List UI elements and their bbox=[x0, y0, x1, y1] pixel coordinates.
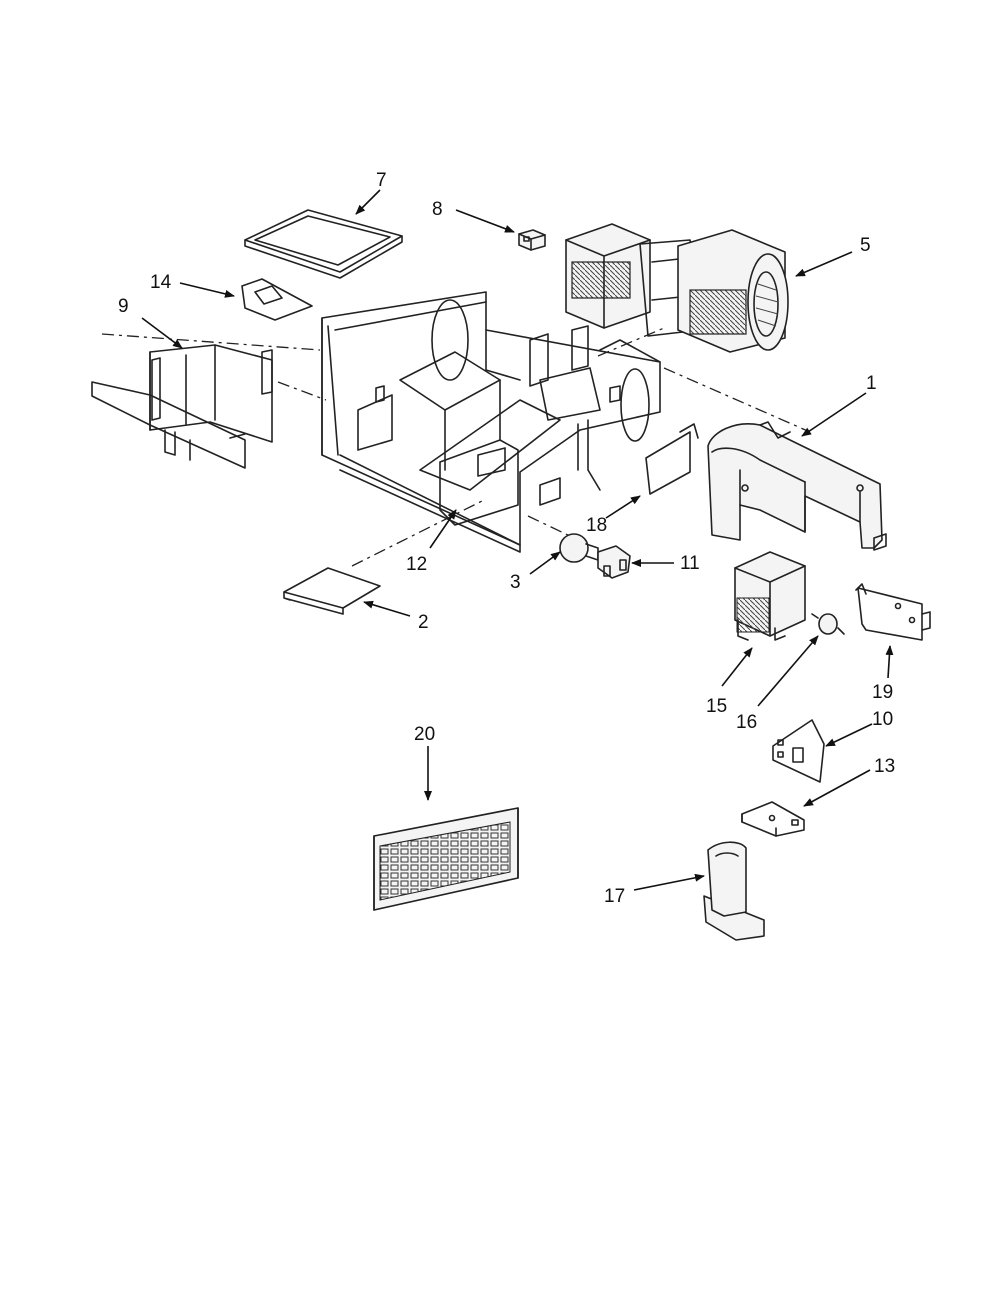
callout-10: 10 bbox=[872, 709, 893, 730]
callout-1: 1 bbox=[866, 373, 877, 394]
callout-5: 5 bbox=[860, 235, 871, 256]
callout-7: 7 bbox=[376, 170, 387, 191]
part-16-thermal-fuse bbox=[811, 613, 845, 635]
part-2-cover-plate bbox=[283, 567, 381, 615]
part-1-side-duct bbox=[707, 421, 887, 551]
callout-13: 13 bbox=[874, 756, 895, 777]
callout-20: 20 bbox=[414, 724, 435, 745]
callout-8: 8 bbox=[432, 199, 443, 220]
callout-15: 15 bbox=[706, 696, 727, 717]
part-10-control-panel bbox=[772, 719, 825, 783]
callout-3: 3 bbox=[510, 572, 521, 593]
callout-11: 11 bbox=[680, 553, 700, 574]
callout-19: 19 bbox=[872, 682, 893, 703]
part-5-blower-motor bbox=[565, 223, 789, 353]
callout-16: 16 bbox=[736, 712, 757, 733]
part-3-lamp-bulb bbox=[559, 533, 599, 563]
part-19-mounting-bracket bbox=[855, 583, 931, 641]
callout-17: 17 bbox=[604, 886, 625, 907]
main-chassis bbox=[321, 291, 661, 553]
callout-18: 18 bbox=[586, 515, 607, 536]
callout-12: 12 bbox=[406, 554, 427, 575]
part-20-grille bbox=[373, 807, 519, 911]
callout-14: 14 bbox=[150, 272, 172, 293]
part-15-transformer bbox=[734, 551, 806, 641]
leader-lines bbox=[141, 189, 894, 891]
callout-labels: 7 8 5 14 9 1 18 12 3 11 2 15 16 19 10 13… bbox=[118, 170, 895, 907]
alignment-lines bbox=[101, 327, 811, 567]
part-8-switch bbox=[518, 229, 546, 251]
part-11-lamp-socket bbox=[597, 545, 631, 579]
part-14-plate bbox=[241, 278, 313, 321]
part-13-small-bracket bbox=[741, 801, 805, 837]
callout-9: 9 bbox=[118, 296, 129, 317]
part-17-duct-piece bbox=[703, 841, 765, 941]
part-18-bracket bbox=[645, 423, 699, 495]
part-7-filter-frame bbox=[244, 209, 403, 279]
part-9-left-duct bbox=[91, 344, 273, 469]
callout-2: 2 bbox=[418, 612, 429, 633]
